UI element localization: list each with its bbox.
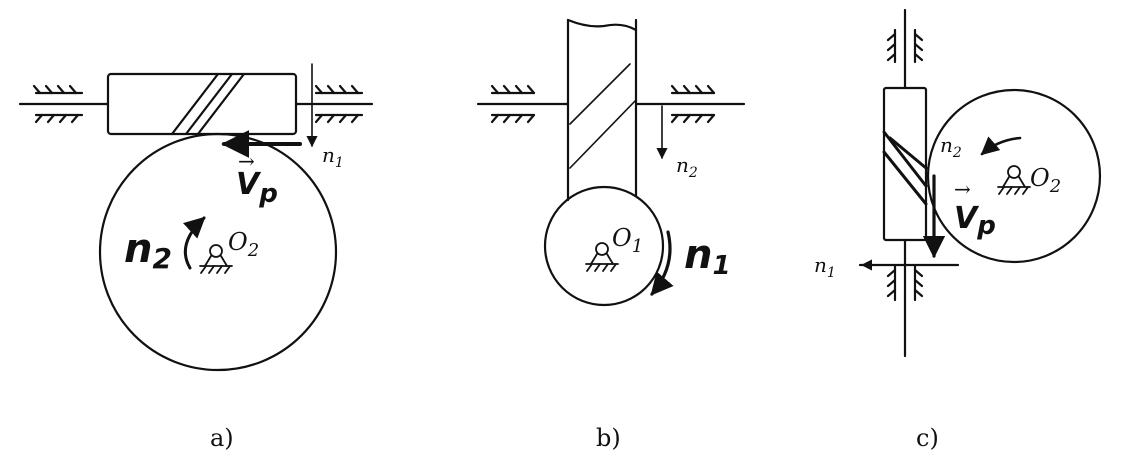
gear-hatch-b (569, 63, 637, 169)
vp-label-a: Vp (236, 167, 278, 209)
n2-rotation-arrow-a (183, 216, 206, 270)
pivot-o2-c (997, 165, 1031, 195)
n2-label-a: n2 (124, 226, 172, 275)
bearing-left-b (490, 84, 536, 124)
bearing-left-a (32, 84, 84, 124)
panel-a (18, 63, 374, 372)
o1-label-b: O1 (612, 224, 643, 257)
bearing-right-a (314, 84, 364, 124)
vertical-gear-body-b (566, 18, 638, 202)
n1-label-b: n1 (684, 232, 731, 281)
worm-body-c (882, 86, 928, 242)
n2-label-b: n2 (676, 153, 698, 181)
caption-b: b) (596, 424, 621, 452)
worm-wheel-c (926, 88, 1102, 264)
vp-vector-bar-c: → (954, 177, 971, 201)
bearing-top-c (886, 28, 924, 64)
n2-label-c: n2 (940, 133, 962, 161)
n2-rotation-arrow-c (980, 136, 1022, 156)
labels-panel-c: n1 n2 Vp → O2 c) (814, 133, 1061, 452)
pivot-o1-b (585, 242, 619, 272)
pivot-o2-a (199, 244, 233, 274)
vp-label-c: Vp (954, 201, 996, 241)
labels-panel-b: n2 O1 n1 b) (596, 153, 731, 452)
small-gear-b (543, 185, 665, 307)
labels-panel-a: n1 Vp → n2 O2 a) (124, 143, 344, 452)
o2-label-a: O2 (228, 228, 259, 261)
n1-label-a: n1 (322, 143, 344, 171)
caption-a: a) (210, 424, 234, 452)
worm-thread-c (882, 130, 928, 206)
worm-wheel-a (98, 132, 338, 372)
worm-thread-a (170, 72, 246, 136)
bearing-right-b (670, 84, 716, 124)
n1-label-c: n1 (814, 253, 836, 281)
bearing-bottom-c (886, 264, 924, 302)
vp-vector-bar-a: → (238, 149, 255, 173)
caption-c: c) (916, 424, 939, 452)
panel-b (476, 18, 746, 307)
worm-body-a (106, 72, 298, 136)
panel-c (858, 8, 1102, 358)
n1-rotation-arrow-b (650, 230, 674, 296)
o2-label-c: O2 (1030, 164, 1061, 197)
